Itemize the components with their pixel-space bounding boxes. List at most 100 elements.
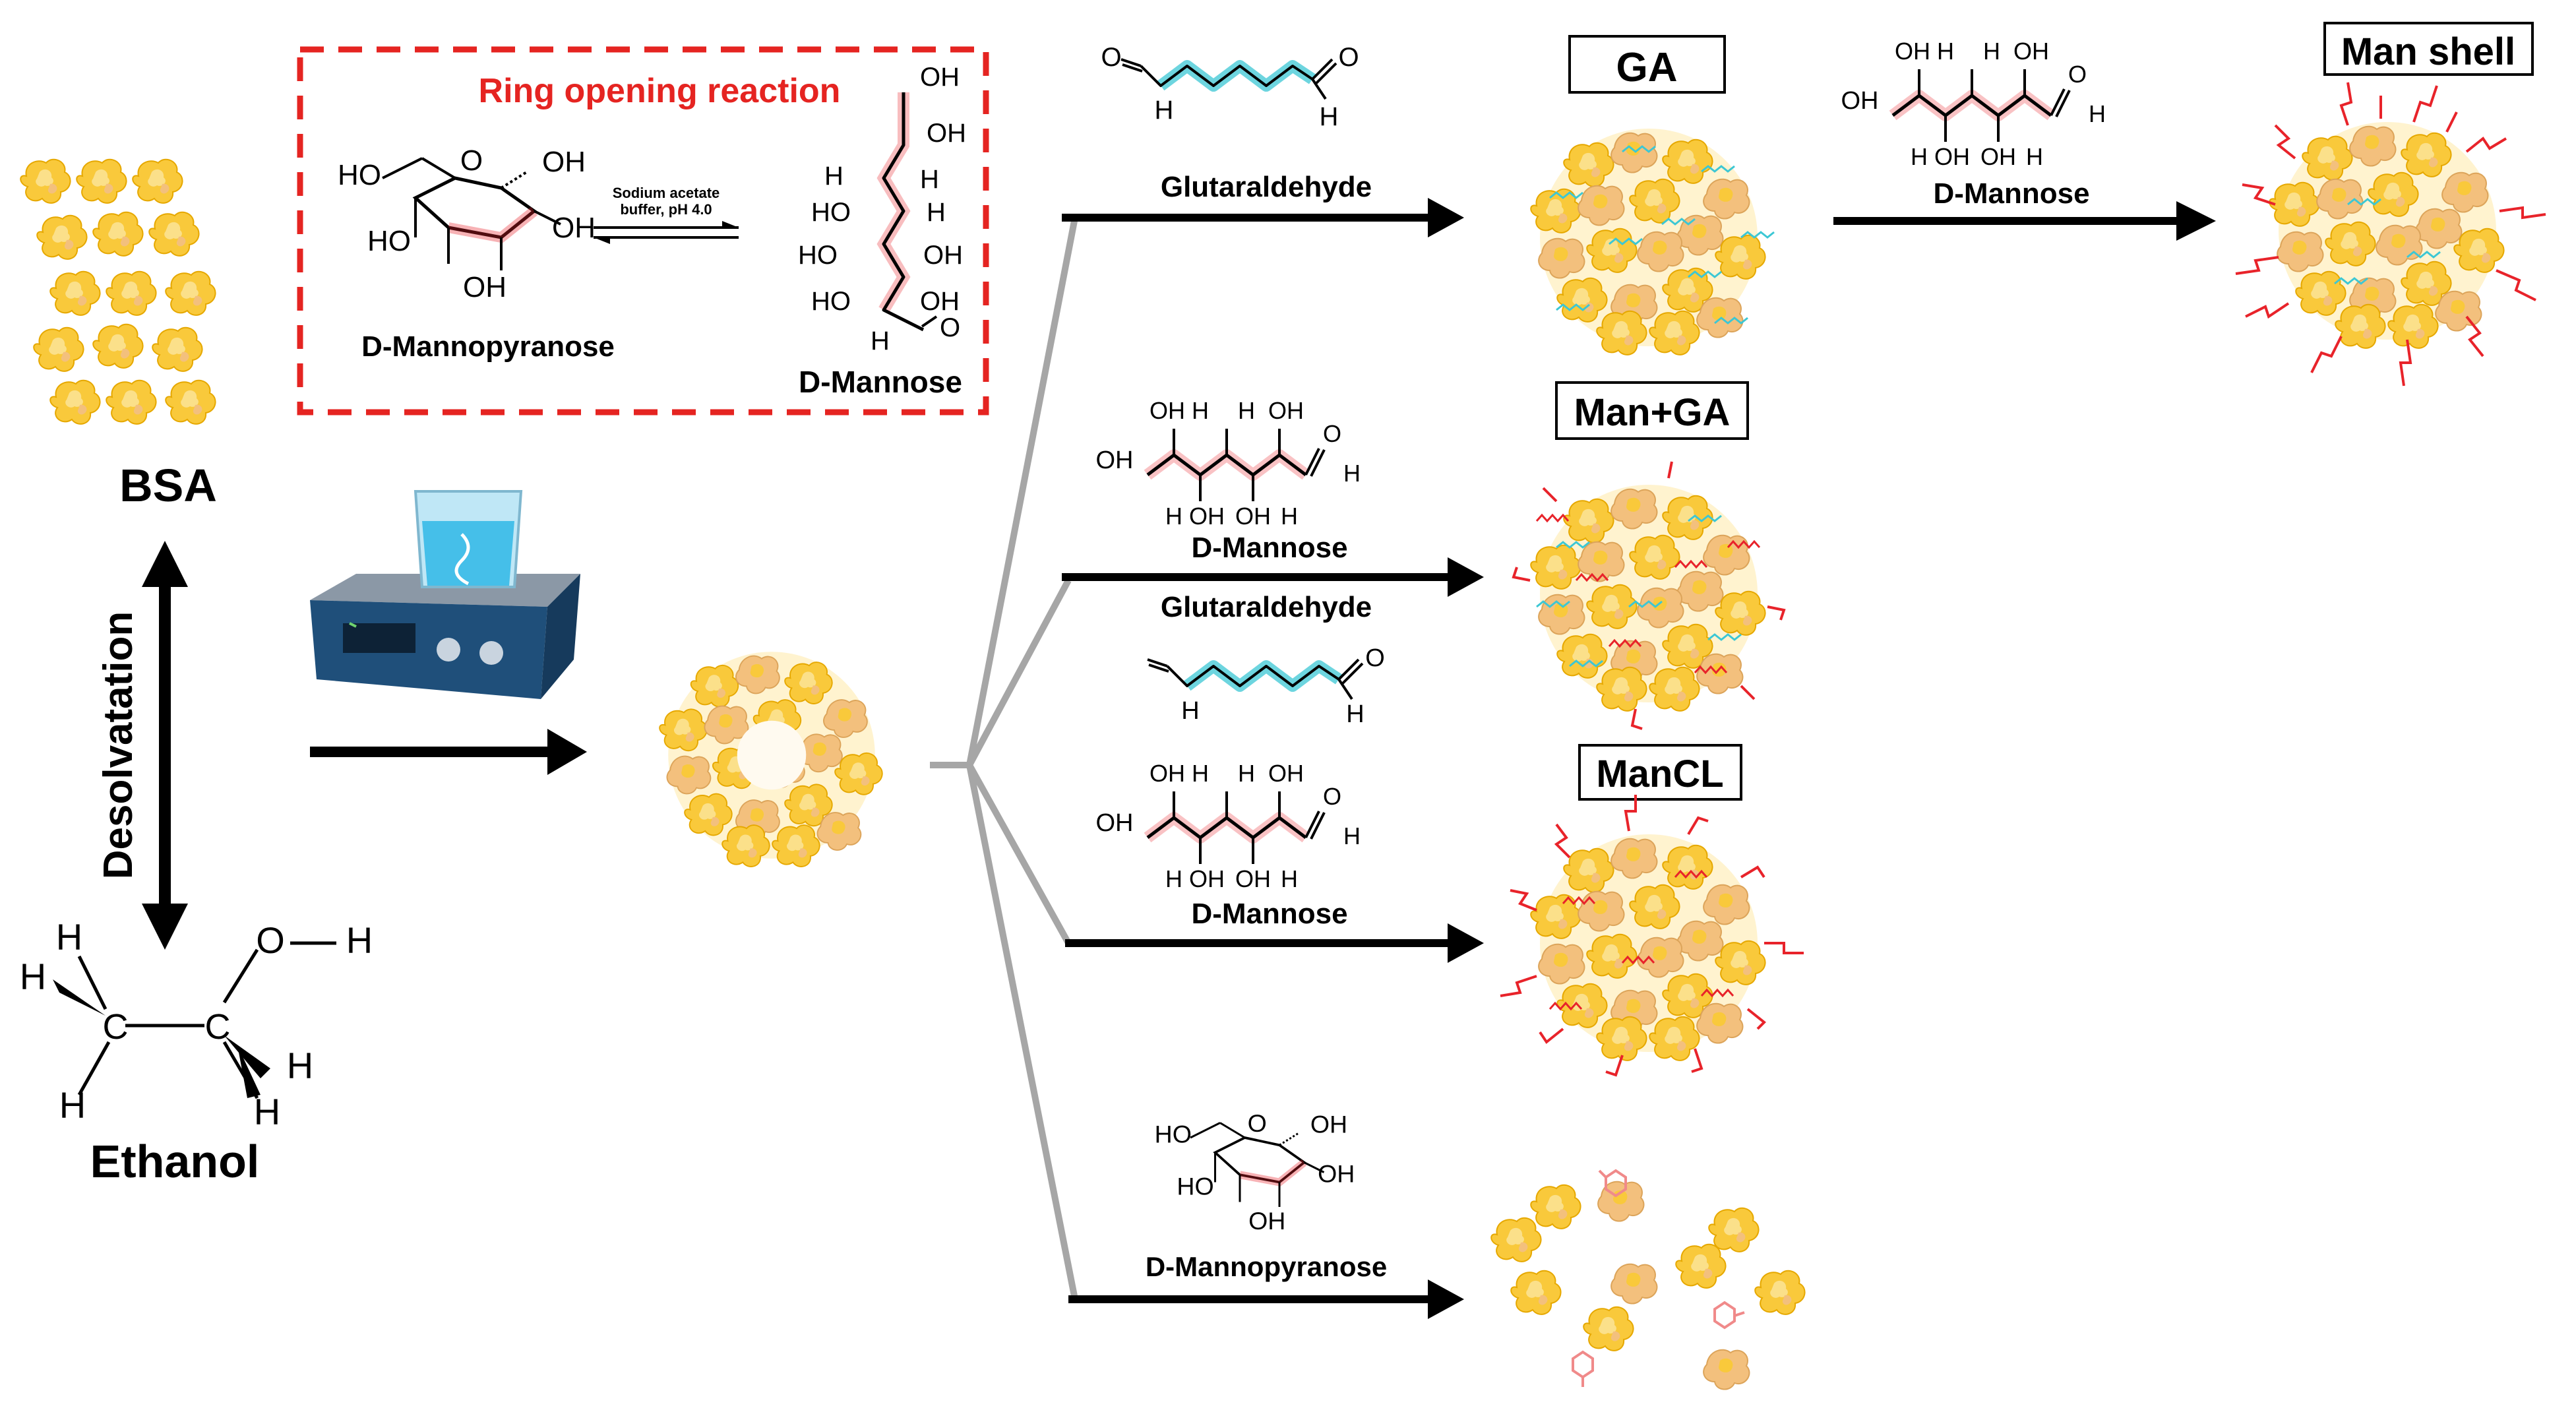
atom-label: OH	[920, 287, 960, 316]
atom-label: OH	[1189, 865, 1225, 892]
atom-label: O	[2068, 61, 2087, 88]
atom-label: H	[1155, 96, 1174, 125]
atom-label: OH	[1096, 809, 1134, 837]
mancl-nanoparticle-icon	[1500, 795, 1804, 1077]
branch-arrows	[1062, 198, 2216, 1319]
atom-label: H	[1165, 865, 1182, 892]
atom-label: H	[1238, 760, 1255, 787]
atom-label: OH	[923, 241, 963, 270]
glutaraldehyde-label-top: Glutaraldehyde	[1161, 171, 1372, 203]
atom-label: HO	[811, 198, 851, 227]
atom-label: H	[920, 165, 939, 194]
atom-label: OH	[1895, 38, 1930, 65]
atom-label: OH	[1310, 1111, 1347, 1138]
ga-box-label: GA	[1616, 45, 1678, 90]
mannopyranose-molecule-icon: HO O OH HO OH OH	[338, 144, 596, 303]
scattered-proteins-icon	[1490, 1181, 1806, 1390]
arrow-head	[547, 729, 587, 775]
atom-label: OH	[463, 271, 506, 303]
ga-box: GA	[1568, 35, 1726, 94]
mancl-box-label: ManCL	[1596, 753, 1723, 795]
bsa-label: BSA	[119, 460, 217, 511]
atom-label: H	[2026, 143, 2043, 170]
atom-label: HO	[367, 225, 411, 257]
atom-label: H	[1911, 143, 1928, 170]
atom-label: HO	[811, 287, 851, 316]
atom-label: OH	[1934, 143, 1970, 170]
ethanol-atom: C	[205, 1007, 231, 1047]
atom-label: HO	[1177, 1172, 1213, 1200]
ethanol-atom: H	[254, 1091, 280, 1132]
atom-label: OH	[1150, 760, 1185, 787]
buffer-label-line2: buffer, pH 4.0	[620, 201, 712, 218]
atom-label: O	[1365, 644, 1385, 672]
atom-label: H	[1281, 865, 1298, 892]
d-mannose-label-branch3: D-Mannose	[1191, 898, 1347, 930]
glutaraldehyde-label-branch2: Glutaraldehyde	[1161, 591, 1372, 623]
atom-label: H	[1281, 503, 1298, 530]
buffer-label-line1: Sodium acetate	[613, 185, 720, 201]
man-shell-box-label: Man shell	[2341, 30, 2515, 73]
ga-nanoparticle-icon	[1531, 129, 1775, 355]
ethanol-atom: O	[256, 919, 285, 961]
ethanol-atom: H	[346, 919, 373, 961]
atom-label: H	[1165, 503, 1182, 530]
ethanol-atom: H	[59, 1084, 86, 1126]
man-shell-nanoparticle-icon	[2235, 82, 2546, 386]
atom-label: OH	[927, 119, 966, 148]
man-shell-box: Man shell	[2323, 22, 2534, 76]
glutaraldehyde-molecule-icon: H H O	[1148, 644, 1385, 728]
atom-label: O	[1323, 783, 1341, 810]
man-ga-box-label: Man+GA	[1574, 391, 1731, 434]
atom-label: HO	[338, 159, 381, 191]
atom-label: H	[1320, 102, 1339, 131]
atom-label: OH	[1150, 397, 1185, 424]
atom-label: OH	[1980, 143, 2016, 170]
atom-label: OH	[542, 146, 586, 178]
equilibrium-arrows	[594, 221, 739, 244]
ring-opening-title: Ring opening reaction	[479, 72, 841, 110]
atom-label: H	[2089, 100, 2106, 127]
bsa-protein-cluster-icon	[20, 158, 216, 425]
atom-label: OH	[2013, 38, 2049, 65]
atom-label: O	[940, 313, 960, 342]
atom-label: H	[1343, 460, 1361, 487]
atom-label: OH	[920, 63, 960, 92]
magnetic-stirrer-icon	[310, 574, 580, 699]
man-ga-nanoparticle-icon	[1512, 461, 1786, 730]
ethanol-atom: H	[287, 1045, 313, 1086]
atom-label: H	[1192, 760, 1209, 787]
atom-label: OH	[552, 212, 596, 244]
atom-label: OH	[1268, 397, 1304, 424]
atom-label: O	[1323, 420, 1341, 447]
open-chain-mannose-icon: OH OH H H OH O H H OH OH H	[1096, 397, 1361, 530]
atom-label: HO	[1155, 1121, 1192, 1148]
atom-label: OH	[1189, 503, 1225, 530]
open-chain-mannose-icon: OH OH H H OH O H H OH OH H	[1841, 38, 2106, 170]
mannopyranose-molecule-icon: HO O OH HO OH OH	[1155, 1109, 1355, 1235]
ethanol-atom: C	[103, 1007, 129, 1047]
atom-label: O	[1338, 43, 1359, 72]
ethanol-molecule-icon: C C O H H H H H H	[20, 916, 373, 1132]
desolvatation-double-arrow	[142, 541, 188, 950]
atom-label: OH	[1841, 87, 1879, 115]
atom-label: H	[1343, 822, 1361, 849]
ring-opening-box	[297, 46, 989, 416]
mancl-box: ManCL	[1578, 744, 1742, 801]
atom-label: H	[1346, 700, 1364, 728]
d-mannose-box-label: D-Mannose	[799, 365, 962, 399]
atom-label: OH	[1248, 1207, 1285, 1235]
man-ga-box: Man+GA	[1555, 381, 1749, 440]
atom-label: H	[927, 198, 946, 227]
atom-label: OH	[1096, 446, 1134, 474]
atom-label: H	[824, 162, 843, 191]
atom-label: H	[1983, 38, 2000, 65]
glutaraldehyde-molecule-icon: O O H H	[1101, 43, 1359, 131]
d-mannopyranose-label-branch4: D-Mannopyranose	[1146, 1251, 1387, 1282]
atom-label: OH	[1235, 865, 1271, 892]
ethanol-atom: H	[20, 956, 46, 997]
branch-lines	[930, 217, 1078, 1300]
atom-label: H	[1937, 38, 1954, 65]
atom-label: H	[1238, 397, 1255, 424]
